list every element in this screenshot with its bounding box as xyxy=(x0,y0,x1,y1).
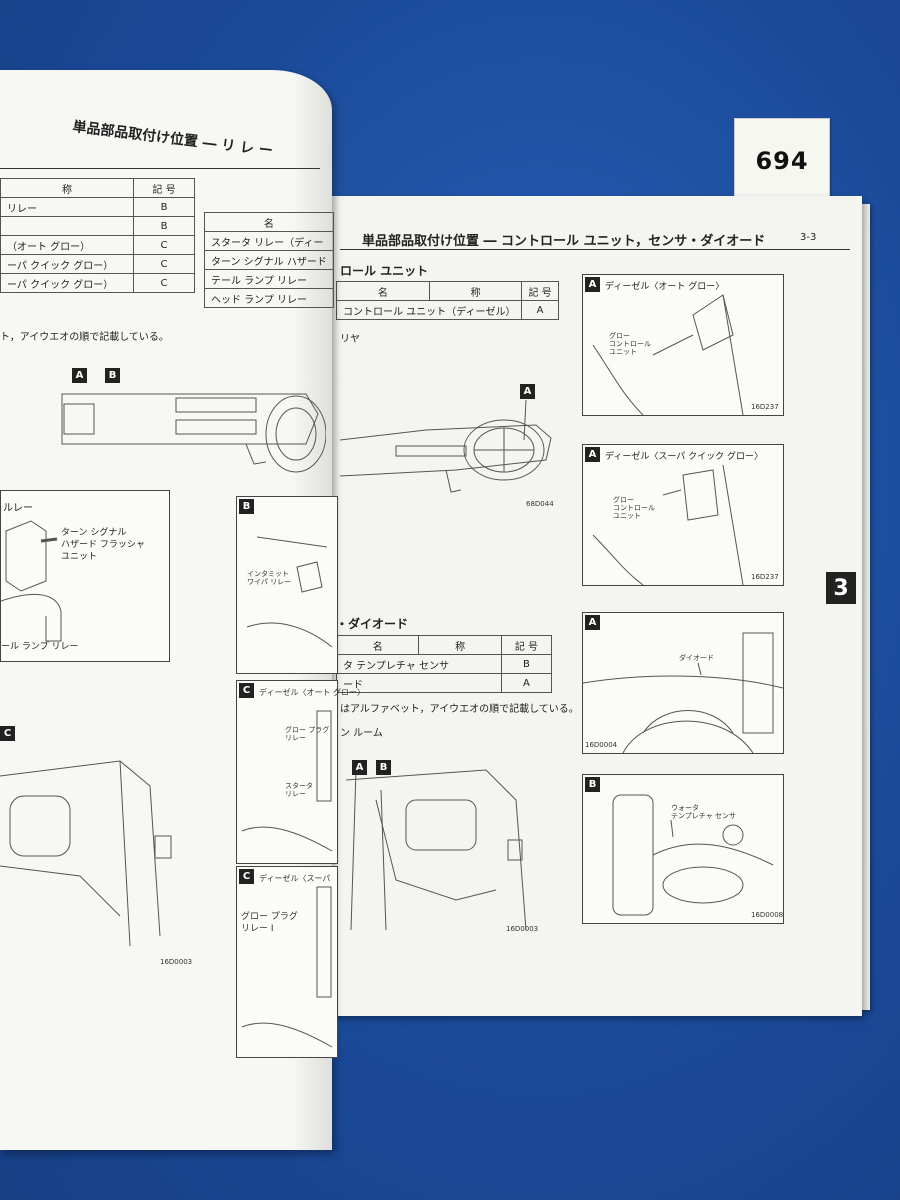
relay-box-sketch xyxy=(1,520,62,642)
right-page-title: 単品部品取付け位置 ― コントロール ユニット，センサ・ダイオード xyxy=(362,234,766,249)
auto-glow-sketch xyxy=(592,294,744,415)
panel-b-wiper-relay: B インタミット ワイパ リレー xyxy=(236,496,338,674)
tag-a-overview: A xyxy=(72,368,87,383)
title-rule xyxy=(340,249,850,250)
tag-b-overview: B xyxy=(105,368,120,383)
left-cab-code: 16D0003 xyxy=(160,958,193,966)
subheading-rear: リヤ xyxy=(340,334,360,345)
left-note: ト，アイウエオの順で記載している。 xyxy=(0,332,169,343)
section-control-unit: ロール ユニット xyxy=(340,264,429,278)
panel-a-super-quick-glow: A ディーゼル〈スーパ クイック グロー〉 グロー コントロール ユニット 16… xyxy=(582,444,784,586)
tag-a-panel2: A xyxy=(585,447,600,462)
price-sticker: 694 xyxy=(734,118,830,204)
cab-illustration-right xyxy=(345,769,527,931)
right-page-number: 3-3 xyxy=(800,232,817,243)
tag-a-panel1: A xyxy=(585,277,600,292)
cab-figure-code: 16D0003 xyxy=(506,925,539,933)
note-order: はアルファベット，アイウエオの順で記載している。 xyxy=(340,704,579,715)
tag-b-panel: B xyxy=(585,777,600,792)
panel-b-water-temp-sensor: B ウォータ テンプレチャ センサ 16D0008 xyxy=(582,774,784,924)
super-quick-glow-relay-sketch xyxy=(241,886,333,1048)
tag-b-left: B xyxy=(239,499,254,514)
auto-glow-relay-sketch xyxy=(241,710,333,852)
panel-a-auto-glow: A ディーゼル〈オート グロー〉 グロー コントロール ユニット 16D237 xyxy=(582,274,784,416)
relay-table-2: 名 スタータ リレー（ディー ターン シグナル ハザード テール ランプ リレー… xyxy=(204,212,334,308)
water-temp-sketch xyxy=(612,794,774,916)
wiper-relay-sketch xyxy=(246,536,333,648)
sensor-diode-table: 名 称 記 号 タ テンプレチャ センサ B ード A xyxy=(335,635,553,693)
tag-a-cab: A xyxy=(352,760,367,775)
tag-b-cab: B xyxy=(376,760,391,775)
tag-a-panel3: A xyxy=(585,615,600,630)
cab-illustration-left xyxy=(0,760,172,947)
panel-c-super-quick-glow: C ディーゼル〈スーパ グロー プラグ リレー I xyxy=(236,866,338,1058)
control-unit-table: 名 称 記 号 コントロール ユニット（ディーゼル） A xyxy=(335,281,559,320)
section-tab-3: 3 xyxy=(826,572,856,604)
left-title-rule xyxy=(0,168,320,169)
super-quick-glow-sketch xyxy=(592,464,744,585)
subheading-room: ン ルーム xyxy=(340,728,383,739)
panel-relay-box: ルレー ターン シグナル ハザード フラッシャ ユニット ール ランプ リレー xyxy=(0,490,170,662)
tag-c-left2: C xyxy=(239,869,254,884)
dash-figure-code: 68D044 xyxy=(526,500,554,508)
sticker-number: 694 xyxy=(755,147,809,175)
panel-a-diode: A ダイオード 16D0004 xyxy=(582,612,784,754)
diode-sketch xyxy=(583,632,783,753)
dashboard-illustration-left xyxy=(61,393,326,473)
tag-c-left1: C xyxy=(239,683,254,698)
dashboard-illustration-right xyxy=(339,399,552,493)
section-sensor-diode: ・ダイオード xyxy=(336,617,409,631)
tag-a-dash: A xyxy=(520,384,535,399)
panel-c-auto-glow: C ディーゼル〈オート グロー〉 グロー プラグ リレー スタータ リレー xyxy=(236,680,365,864)
tag-c-cab: C xyxy=(0,726,15,741)
